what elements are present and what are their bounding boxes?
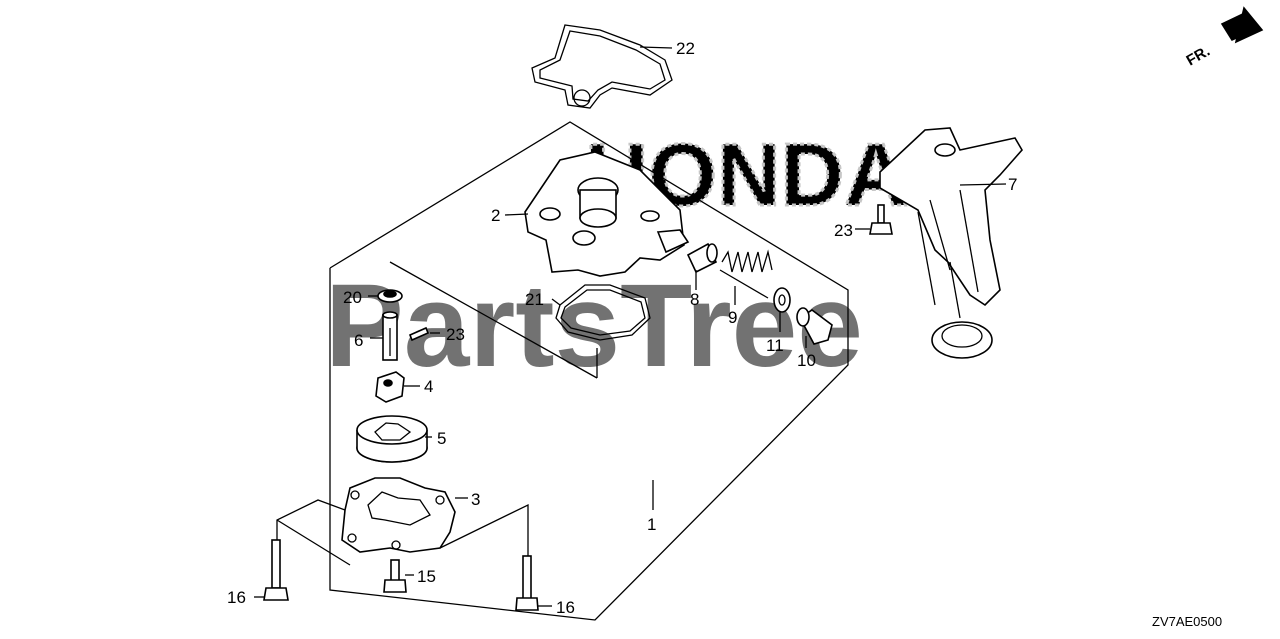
callout-21: 21 (525, 290, 544, 309)
callout-8: 8 (690, 290, 699, 309)
callout-20: 22 (676, 39, 695, 58)
gasket-part-20 (531, 24, 673, 109)
callout-1: 1 (647, 515, 656, 534)
washer-part-11 (773, 287, 791, 313)
shaft-part-6 (382, 311, 398, 361)
callout-5: 5 (437, 429, 446, 448)
callout-4: 4 (424, 377, 433, 396)
inner-rotor-part-4 (375, 371, 405, 403)
callout-22: 23 (834, 221, 853, 240)
callout-10: 10 (797, 351, 816, 370)
washer-part-18 (377, 289, 403, 303)
pin-part-23 (408, 326, 430, 342)
callout-3: 3 (471, 490, 480, 509)
assembly-outline (329, 121, 849, 621)
spring-part-9 (719, 249, 773, 299)
callout-7: 7 (1008, 175, 1017, 194)
oil-pump-body-part-2 (524, 151, 690, 277)
drawing-code: ZV7AE0500 (1152, 614, 1222, 629)
plug-part-10 (796, 307, 833, 345)
strainer-part-7 (879, 127, 1023, 359)
callout-2: 2 (491, 206, 500, 225)
callout-16-right: 16 (556, 598, 575, 617)
callout-23-label: 23 (446, 325, 465, 344)
pump-cover-part-3 (341, 477, 456, 553)
callout-6: 6 (354, 331, 363, 350)
callout-9: 9 (728, 308, 737, 327)
o-ring-part-21 (555, 284, 651, 341)
front-direction-arrow-icon (1220, 6, 1264, 44)
leader-lines (254, 46, 1007, 607)
bolt-part-16-right (515, 555, 539, 611)
callout-18: 20 (343, 288, 362, 307)
bolt-part-15 (383, 559, 407, 593)
callout-11: 11 (766, 336, 784, 355)
callout-15: 15 (417, 567, 436, 586)
bolt-part-22 (869, 204, 893, 235)
outer-rotor-part-5 (356, 415, 428, 463)
callout-16-left: 16 (227, 588, 246, 607)
direction-label: FR. (1184, 43, 1213, 70)
relief-valve-part-8 (686, 242, 718, 274)
bolt-part-16-left (263, 539, 289, 601)
site-watermark: PartsTree (325, 260, 863, 392)
